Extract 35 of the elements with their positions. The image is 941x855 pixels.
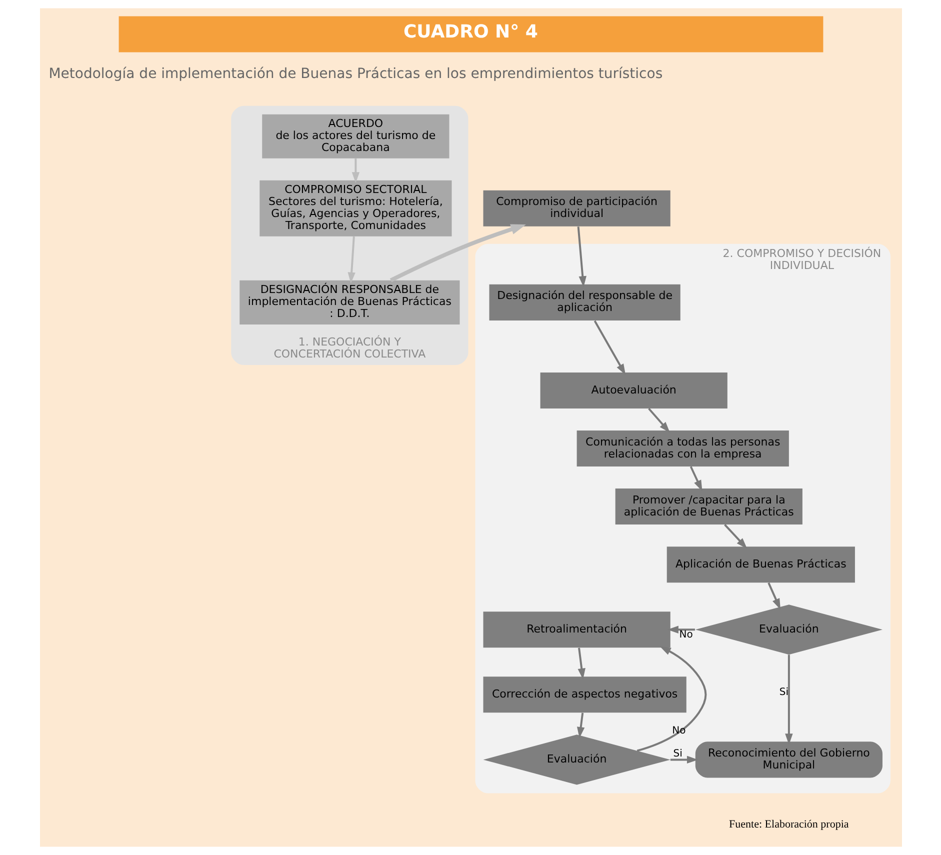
arrow (593, 320, 626, 376)
edge-label: Si (672, 748, 682, 760)
node-box: ACUERDO de los actores del turismo de Copacabana (262, 114, 449, 158)
arrow (767, 582, 780, 610)
node-box: Promover /capacitar para la aplicación de Buenas Prácticas (614, 488, 802, 525)
arrow (724, 524, 747, 549)
arrow (636, 646, 706, 752)
caption: Fuente: Elaboración propia (728, 818, 848, 831)
arrow (689, 466, 702, 492)
node-box: Retroalimentación (482, 612, 670, 648)
node-box: Designación del responsable de aplicación (488, 284, 680, 320)
arrow (670, 756, 698, 764)
arrow (576, 226, 586, 288)
node-box: COMPROMISO SECTORIAL Sectores del turismo: Hotelería, Guías, Agencias y Operadores, Transporte, Comunidades (259, 180, 452, 236)
node-diamond: Evaluación (694, 604, 882, 655)
node-box: Corrección de aspectos negativos (482, 676, 686, 713)
label: Metodología de implementación de Buenas Prácticas en los emprendimientos turísticos (48, 66, 662, 82)
arrow (347, 236, 355, 284)
diagram-title: CUADRO N° 4 (402, 22, 538, 43)
arrow (576, 712, 584, 738)
arrow (577, 648, 585, 680)
node-diamond: Evaluación (482, 734, 670, 785)
edge-label: No (678, 630, 692, 641)
arrow (389, 224, 526, 282)
node-box: Comunicación a todas las personas relacionadas con la empresa (576, 430, 788, 467)
edge-label: Si (778, 686, 788, 698)
arrow (648, 408, 670, 433)
arrow (784, 654, 792, 745)
edge-label: No (672, 726, 686, 737)
arrow (351, 158, 360, 184)
node-box: Autoevaluación (540, 372, 727, 408)
node-box: Reconocimiento del Gobierno Municipal (694, 742, 882, 778)
node-box: DESIGNACIÓN RESPONSABLE de implementación de Buenas Prácticas : D.D.T. (239, 280, 460, 324)
node-box: Compromiso de participación individual (482, 190, 670, 226)
node-box: Aplicación de Buenas Prácticas (666, 546, 854, 583)
